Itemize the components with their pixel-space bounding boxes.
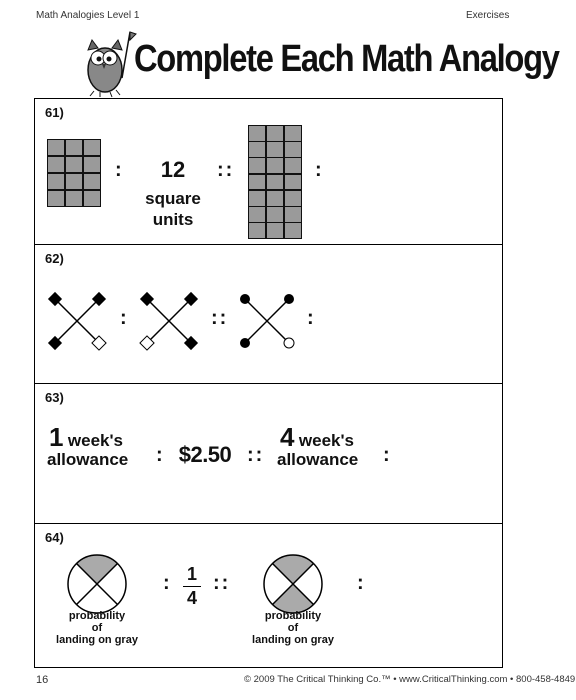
grid-cell bbox=[265, 141, 285, 158]
week-word: week's bbox=[67, 431, 124, 450]
grid-cell bbox=[283, 189, 303, 207]
grid-cell bbox=[283, 141, 303, 158]
caption-line-2: of bbox=[91, 622, 103, 634]
spinner-1 bbox=[67, 554, 127, 614]
grid-3x7 bbox=[247, 125, 303, 239]
grid-cell bbox=[82, 138, 102, 157]
problem-number: 64) bbox=[45, 530, 64, 545]
colon: : bbox=[163, 572, 170, 594]
grid-cell bbox=[265, 173, 285, 191]
series-label: Math Analogies Level 1 bbox=[36, 10, 140, 21]
colon-end: : bbox=[383, 444, 390, 466]
caption-line-1: probability bbox=[68, 610, 126, 622]
grid-cell bbox=[247, 189, 267, 207]
grid-cell bbox=[247, 157, 267, 175]
caption-line-2: of bbox=[287, 622, 299, 634]
fraction-numerator: 1 bbox=[186, 564, 197, 584]
amount-value: $2.50 bbox=[178, 442, 232, 467]
grid-cell bbox=[283, 125, 303, 142]
grid-cell bbox=[265, 222, 285, 239]
grid-cell bbox=[283, 222, 303, 239]
double-colon: :: bbox=[217, 159, 235, 181]
section-label: Exercises bbox=[466, 10, 510, 21]
problem-63: 63) 1 week's allowance : $2.50 :: 4 week… bbox=[34, 383, 503, 523]
caption-line-3: landing on gray bbox=[56, 634, 138, 646]
grid-cell bbox=[283, 206, 303, 223]
week-count: 1 bbox=[49, 422, 64, 452]
problem-number: 62) bbox=[45, 251, 64, 266]
double-colon: :: bbox=[213, 572, 231, 594]
fraction-bar bbox=[183, 586, 201, 587]
spinner-2 bbox=[263, 554, 323, 614]
grid-cell bbox=[82, 172, 102, 191]
fraction-denominator: 4 bbox=[186, 588, 197, 608]
week-count: 4 bbox=[280, 422, 295, 452]
unit-line-1: square bbox=[145, 189, 201, 208]
grid-cell bbox=[265, 157, 285, 175]
colon: : bbox=[120, 307, 127, 329]
grid-cell bbox=[247, 141, 267, 158]
grid-cell bbox=[247, 222, 267, 239]
grid-cell bbox=[82, 155, 102, 174]
grid-cell bbox=[46, 189, 66, 208]
grid-cell bbox=[64, 172, 84, 191]
problem-64: 64) probability of landing on gray : 1 4… bbox=[34, 523, 503, 668]
grid-cell bbox=[265, 125, 285, 142]
grid-cell bbox=[64, 155, 84, 174]
grid-cell bbox=[46, 172, 66, 191]
grid-cell bbox=[64, 189, 84, 208]
term-3: 4 week's bbox=[280, 422, 354, 453]
grid-cell bbox=[82, 189, 102, 208]
grid-cell bbox=[283, 173, 303, 191]
problem-62: 62) : :: : bbox=[34, 244, 503, 383]
area-value: 12 bbox=[160, 157, 186, 182]
colon-end: : bbox=[357, 572, 364, 594]
grid-cell bbox=[64, 138, 84, 157]
grid-3x4 bbox=[46, 138, 102, 208]
page-title: Complete Each Math Analogy bbox=[134, 38, 560, 80]
week-word: week's bbox=[298, 431, 355, 450]
allowance-label: allowance bbox=[277, 450, 359, 469]
owl-mascot-icon bbox=[87, 31, 137, 98]
copyright: © 2009 The Critical Thinking Co.™ • www.… bbox=[244, 674, 576, 685]
caption-line-3: landing on gray bbox=[252, 634, 334, 646]
colon-end: : bbox=[307, 307, 314, 329]
allowance-label: allowance bbox=[47, 450, 129, 469]
colon-end: : bbox=[315, 159, 322, 181]
x-figure-3 bbox=[240, 294, 295, 349]
term-1: 1 week's bbox=[49, 422, 123, 453]
problem-number: 61) bbox=[45, 105, 64, 120]
grid-cell bbox=[247, 173, 267, 191]
grid-cell bbox=[283, 157, 303, 175]
caption-line-1: probability bbox=[264, 610, 322, 622]
page-number: 16 bbox=[36, 674, 49, 686]
grid-cell bbox=[46, 138, 66, 157]
colon: : bbox=[156, 444, 163, 466]
grid-cell bbox=[265, 189, 285, 207]
double-colon: :: bbox=[247, 444, 265, 466]
grid-cell bbox=[247, 125, 267, 142]
grid-cell bbox=[247, 206, 267, 223]
x-figure-1 bbox=[47, 291, 107, 351]
problem-number: 63) bbox=[45, 390, 64, 405]
grid-cell bbox=[46, 155, 66, 174]
x-figure-2 bbox=[139, 291, 199, 351]
colon: : bbox=[115, 159, 122, 181]
unit-line-2: units bbox=[152, 210, 194, 229]
grid-cell bbox=[265, 206, 285, 223]
double-colon: :: bbox=[211, 307, 229, 329]
fraction: 1 4 bbox=[183, 564, 201, 609]
problem-61: 61) : 12 square units :: : bbox=[34, 98, 503, 244]
